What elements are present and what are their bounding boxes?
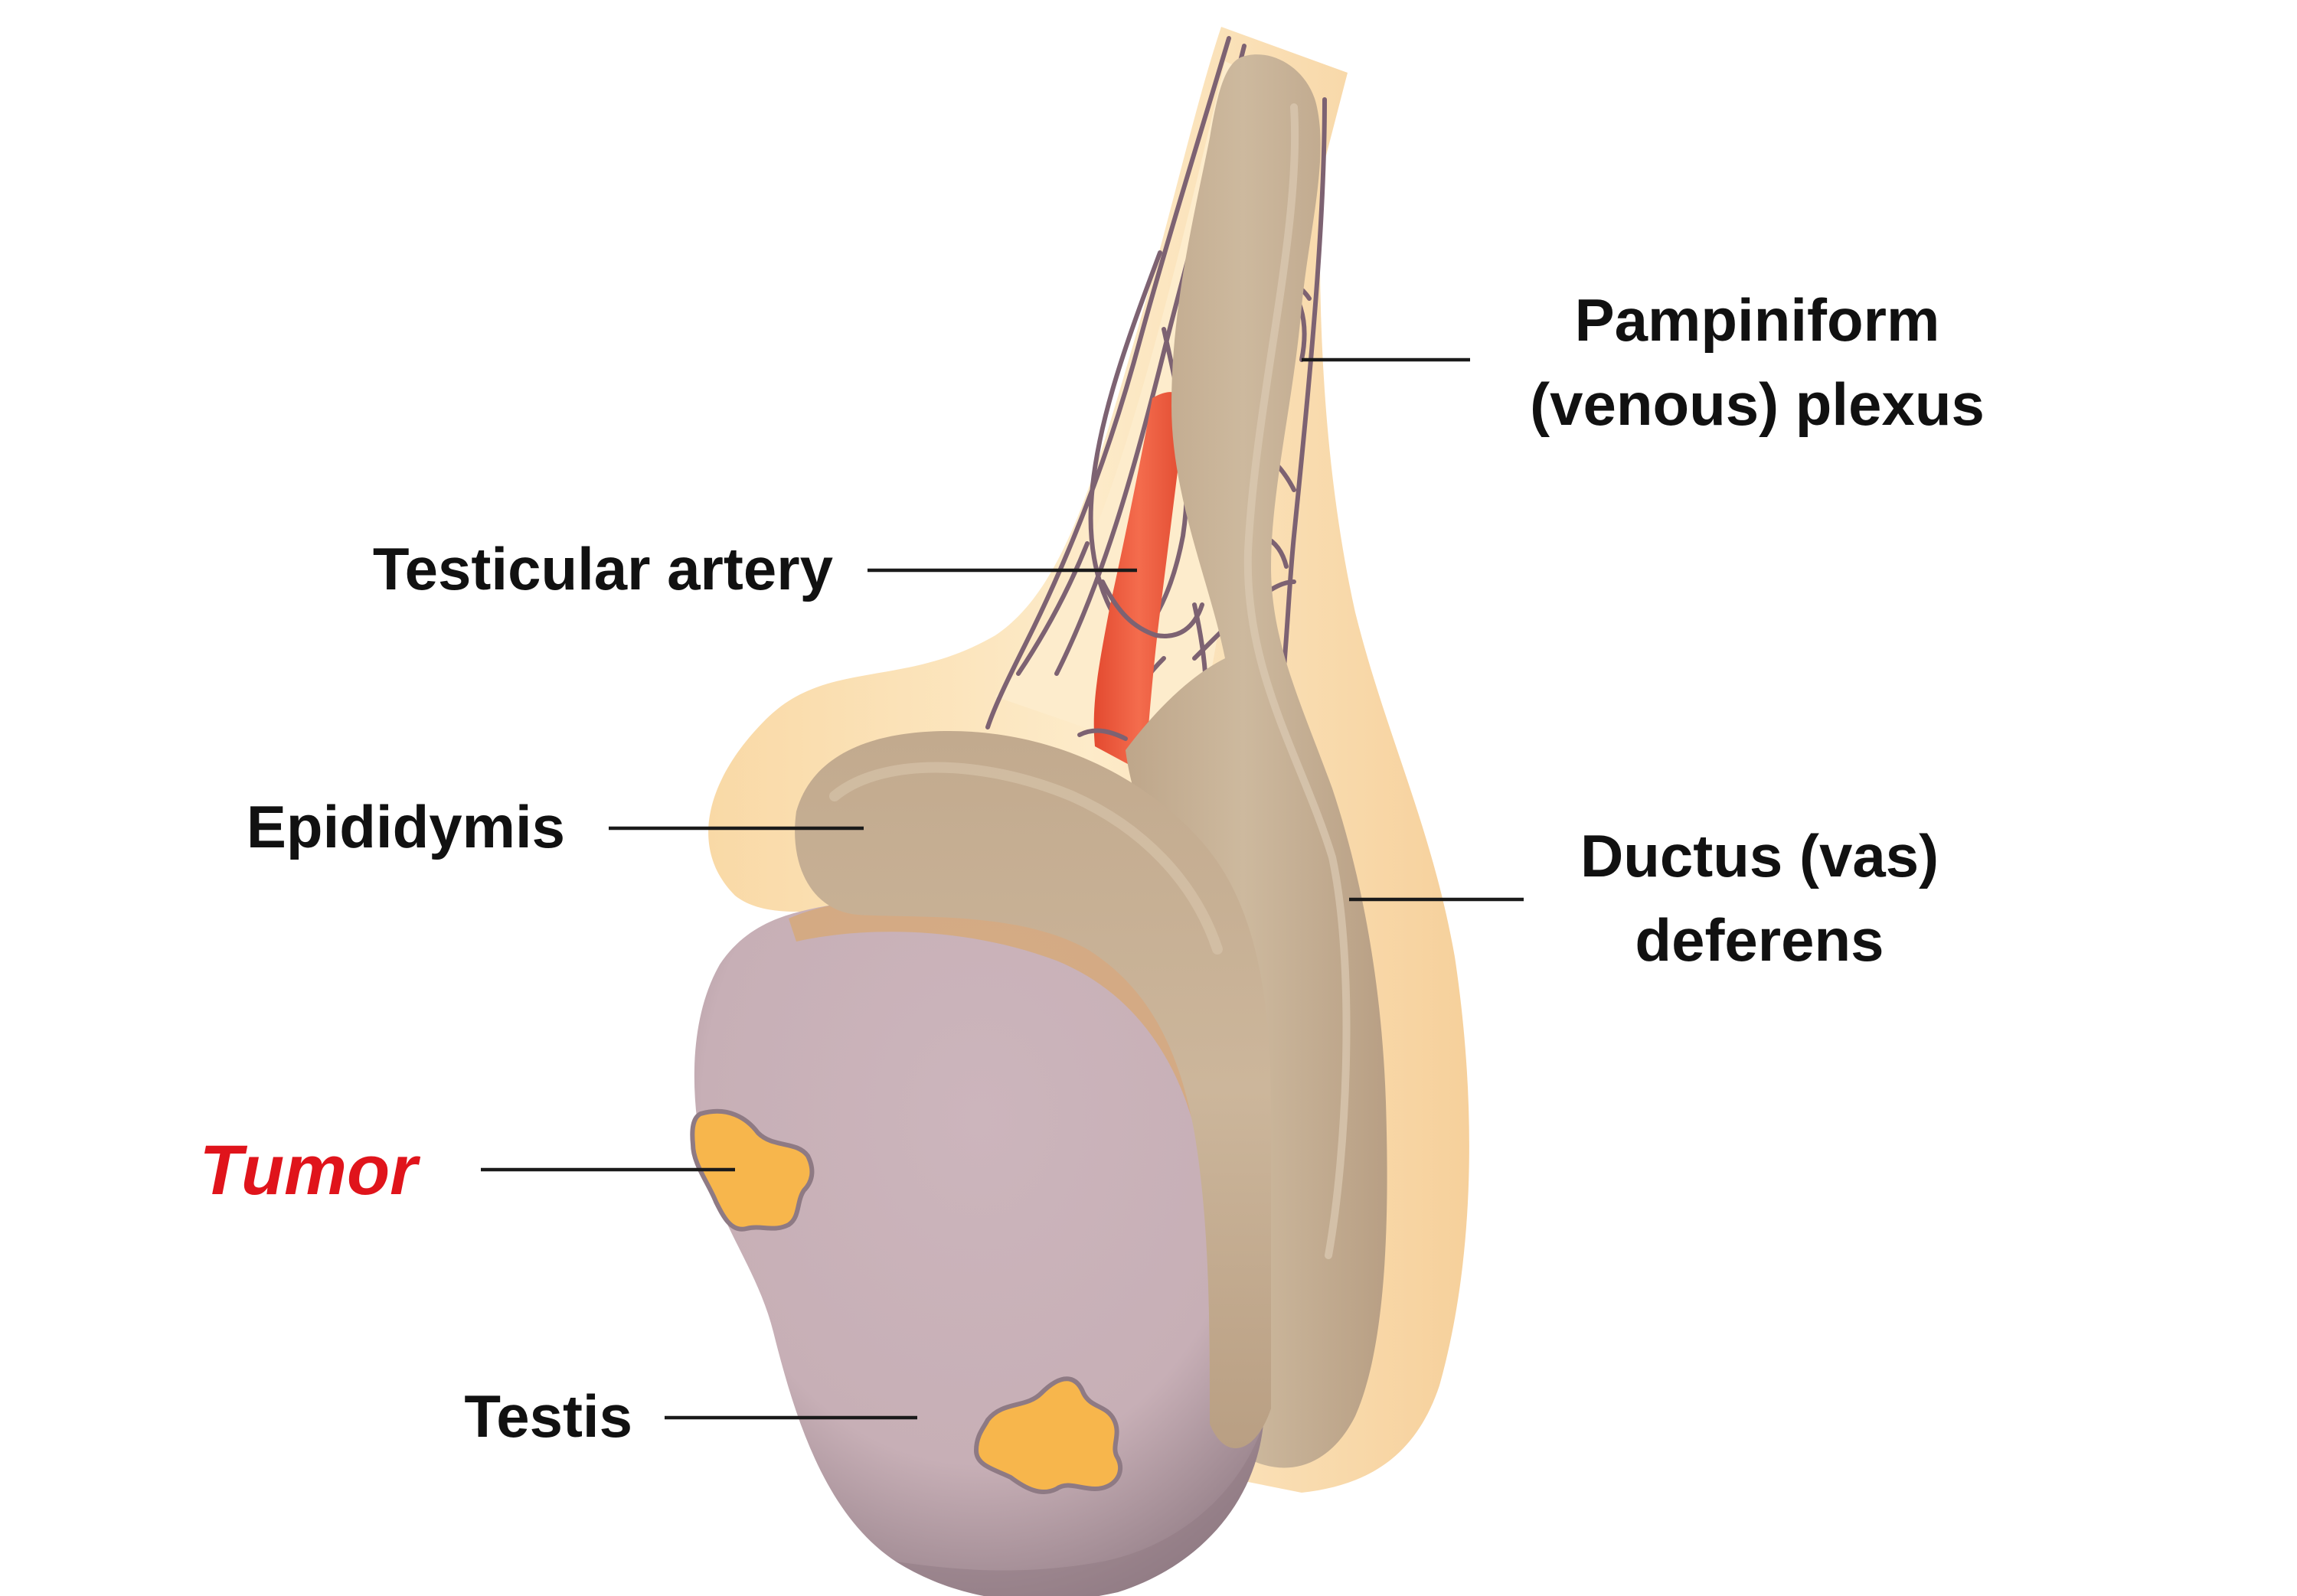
testis-shadow xyxy=(896,1424,1263,1596)
pampiniform-plexus-front-veins xyxy=(1077,579,1204,741)
label-tumor: Tumor xyxy=(199,1131,420,1209)
ductus-highlight xyxy=(1243,103,1351,1259)
label-epididymis: Epididymis xyxy=(247,793,565,860)
testicular-artery xyxy=(1093,392,1184,773)
label-testis: Testis xyxy=(464,1382,632,1450)
label-pampiniform-line2: (venous) plexus xyxy=(1530,370,1985,438)
tumor-lower xyxy=(973,1376,1123,1494)
label-pampiniform-line1: Pampiniform xyxy=(1575,286,1940,354)
ductus-deferens xyxy=(1126,54,1387,1468)
tumor-upper xyxy=(690,1108,815,1232)
testis xyxy=(694,890,1263,1596)
label-testicular-artery: Testicular artery xyxy=(373,535,833,602)
label-ductus-line2: deferens xyxy=(1635,906,1884,974)
epididymis-highlight xyxy=(829,762,1223,955)
label-ductus-line1: Ductus (vas) xyxy=(1580,822,1939,889)
epididymis xyxy=(795,731,1271,1449)
